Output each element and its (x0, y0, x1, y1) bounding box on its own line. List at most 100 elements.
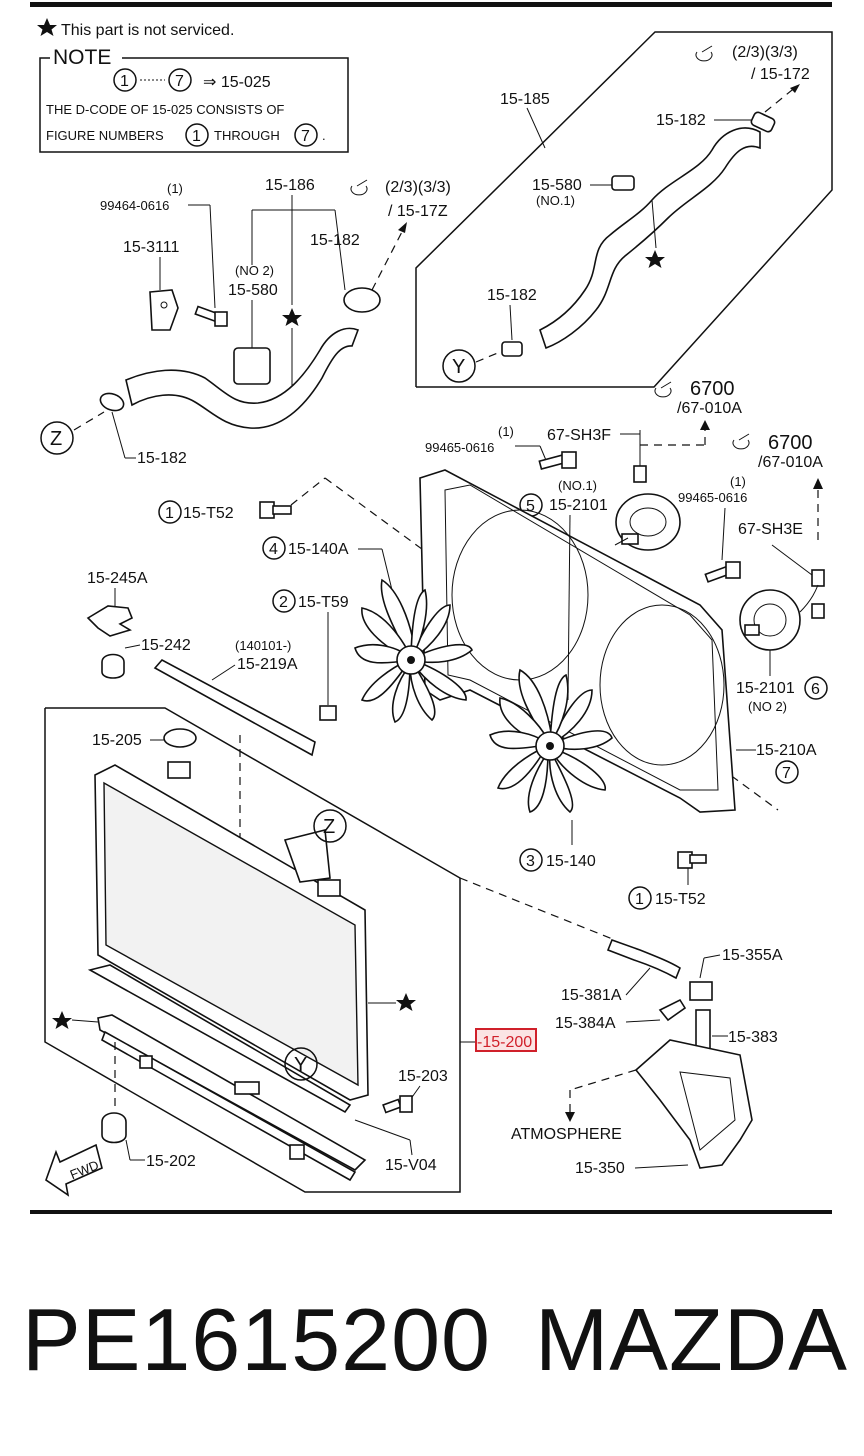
callout-y-small: Y (294, 1054, 307, 1076)
label-15-580-no1: 15-580 (532, 177, 582, 194)
label-15-v04: 15-V04 (385, 1157, 437, 1174)
mount-15-242 (101, 653, 125, 679)
label-ref-top-right-sub: / 15-172 (751, 66, 810, 83)
footer: PE1615200 MAZDA (0, 1290, 864, 1410)
label-15-182-a: 15-182 (656, 112, 706, 129)
label-15-t52-a: 15-T52 (183, 505, 234, 522)
label-15-186: 15-186 (265, 177, 315, 194)
note-line-1: THE D-CODE OF 15-025 CONSISTS OF (46, 102, 284, 117)
label-15-185: 15-185 (500, 91, 550, 108)
label-15-2101-no2: (NO 2) (748, 699, 787, 714)
label-no1: (NO.1) (536, 193, 575, 208)
note-box: NOTE 1 7 ⇒ 15-025 THE D-CODE OF 15-025 C… (39, 44, 349, 153)
radiator-cap-15-205 (163, 728, 197, 748)
label-99465-b-qty: (1) (730, 474, 746, 489)
fig-7: 7 (782, 765, 791, 782)
label-15-242: 15-242 (141, 637, 191, 654)
label-15-203: 15-203 (398, 1068, 448, 1085)
fan-assembly: 6700 /67-010A 6700 /67-010A (1) 99465-06… (158, 378, 828, 910)
label-15-140: 15-140 (546, 853, 596, 870)
label-ref-top-right: (2/3)(3/3) (732, 44, 798, 61)
callout-z-top: Z (50, 428, 62, 450)
label-15-210a: 15-210A (756, 742, 817, 759)
lower-support-15-v04 (97, 1014, 367, 1171)
fig-3: 3 (526, 853, 535, 870)
seal-15-219a (153, 658, 316, 757)
legend: This part is not serviced. (37, 18, 234, 39)
reference-arrow-icon (732, 433, 750, 450)
label-15-384a: 15-384A (555, 1015, 616, 1032)
upper-hose-inset: 15-185 (2/3)(3/3) / 15-172 15-182 15-580… (415, 31, 833, 388)
fig-1-a: 1 (165, 505, 174, 522)
label-15-580-no2: 15-580 (228, 282, 278, 299)
reservoir-tank-15-350 (634, 1039, 753, 1169)
fig-2: 2 (279, 594, 288, 611)
fig-6: 6 (811, 681, 820, 698)
hose-15-381a (606, 938, 681, 980)
label-15-182-d: 15-182 (137, 450, 187, 467)
fan-blade-15-140a (354, 578, 473, 724)
label-15-219a: 15-219A (237, 656, 298, 673)
label-ref-mid-sub: / 15-17Z (388, 203, 448, 220)
label-99465-b: 99465-0616 (678, 490, 747, 505)
radiator-inset: 15-205 Z Y 15-203 15-202 15-V04 (44, 707, 461, 1197)
fwd-arrow-icon: FWD (45, 1143, 103, 1197)
reference-arrow-icon (654, 381, 672, 398)
upper-radiator-hose (539, 127, 761, 350)
highlight-15-200: -15-200 (460, 1028, 537, 1052)
fig-4: 4 (269, 541, 278, 558)
label-15-t59: 15-T59 (298, 594, 349, 611)
label-15-383: 15-383 (728, 1029, 778, 1046)
note-line-2a: FIGURE NUMBERS (46, 128, 164, 143)
label-99464-qty: (1) (167, 181, 183, 196)
fan-blade-15-140 (489, 668, 613, 814)
label-15-182-b: 15-182 (487, 287, 537, 304)
label-15-381a: 15-381A (561, 987, 622, 1004)
label-atmosphere: ATMOSPHERE (511, 1126, 622, 1143)
seal-lower (87, 964, 352, 1114)
clip-15-245a (86, 605, 134, 637)
fig-1-b: 1 (635, 891, 644, 908)
callout-y-top: Y (452, 356, 465, 378)
note-range-start: 1 (120, 73, 129, 90)
note-line-2b: THROUGH (214, 128, 280, 143)
bottom-rule (30, 1210, 832, 1214)
label-15-245a: 15-245A (87, 570, 148, 587)
label-15-355a: 15-355A (722, 947, 783, 964)
label-15-205: 15-205 (92, 732, 142, 749)
star-icon (396, 993, 416, 1011)
fan-motor-2 (739, 584, 825, 651)
top-rule (30, 2, 832, 7)
fan-motor-1 (614, 493, 681, 551)
label-99464: 99464-0616 (100, 198, 169, 213)
label-99465-a-qty: (1) (498, 424, 514, 439)
legend-text: This part is not serviced. (61, 22, 234, 39)
label-6700-a-sub: /67-010A (677, 400, 742, 417)
label-67-sh3f: 67-SH3F (547, 427, 611, 444)
star-icon (52, 1011, 72, 1029)
note-range-end: 7 (175, 73, 184, 90)
mount-15-202 (101, 1112, 127, 1144)
label-no2: (NO 2) (235, 263, 274, 278)
note-line-2-fig7: 7 (301, 128, 310, 145)
label-15-2101-b: 15-2101 (736, 680, 795, 697)
label-15-2101-no1: (NO.1) (558, 478, 597, 493)
bracket-15-3111 (149, 289, 179, 331)
brand-name: MAZDA (535, 1290, 848, 1389)
part-number: PE1615200 (22, 1290, 491, 1389)
label-15-182-c: 15-182 (310, 232, 360, 249)
lower-hose-group: 15-186 (2/3)(3/3) / 15-17Z (1) 99464-061… (40, 177, 451, 467)
note-line-2c: . (322, 128, 326, 143)
label-15-200: -15-200 (477, 1034, 532, 1051)
reservoir-group: 15-381A 15-355A 15-384A 15-383 ATMOSPHER… (459, 877, 783, 1177)
label-15-3111: 15-3111 (123, 239, 179, 256)
radiator-top-parts: 15-245A 15-242 (140101-) 15-219A (86, 570, 316, 850)
label-6700-a: 6700 (690, 378, 735, 400)
label-6700-b: 6700 (768, 432, 813, 454)
note-title: NOTE (53, 46, 111, 69)
note-range-arrow: ⇒ 15-025 (203, 74, 271, 91)
label-15-140a: 15-140A (288, 541, 349, 558)
label-15-2101-a: 15-2101 (549, 497, 608, 514)
fig-5: 5 (526, 498, 535, 515)
